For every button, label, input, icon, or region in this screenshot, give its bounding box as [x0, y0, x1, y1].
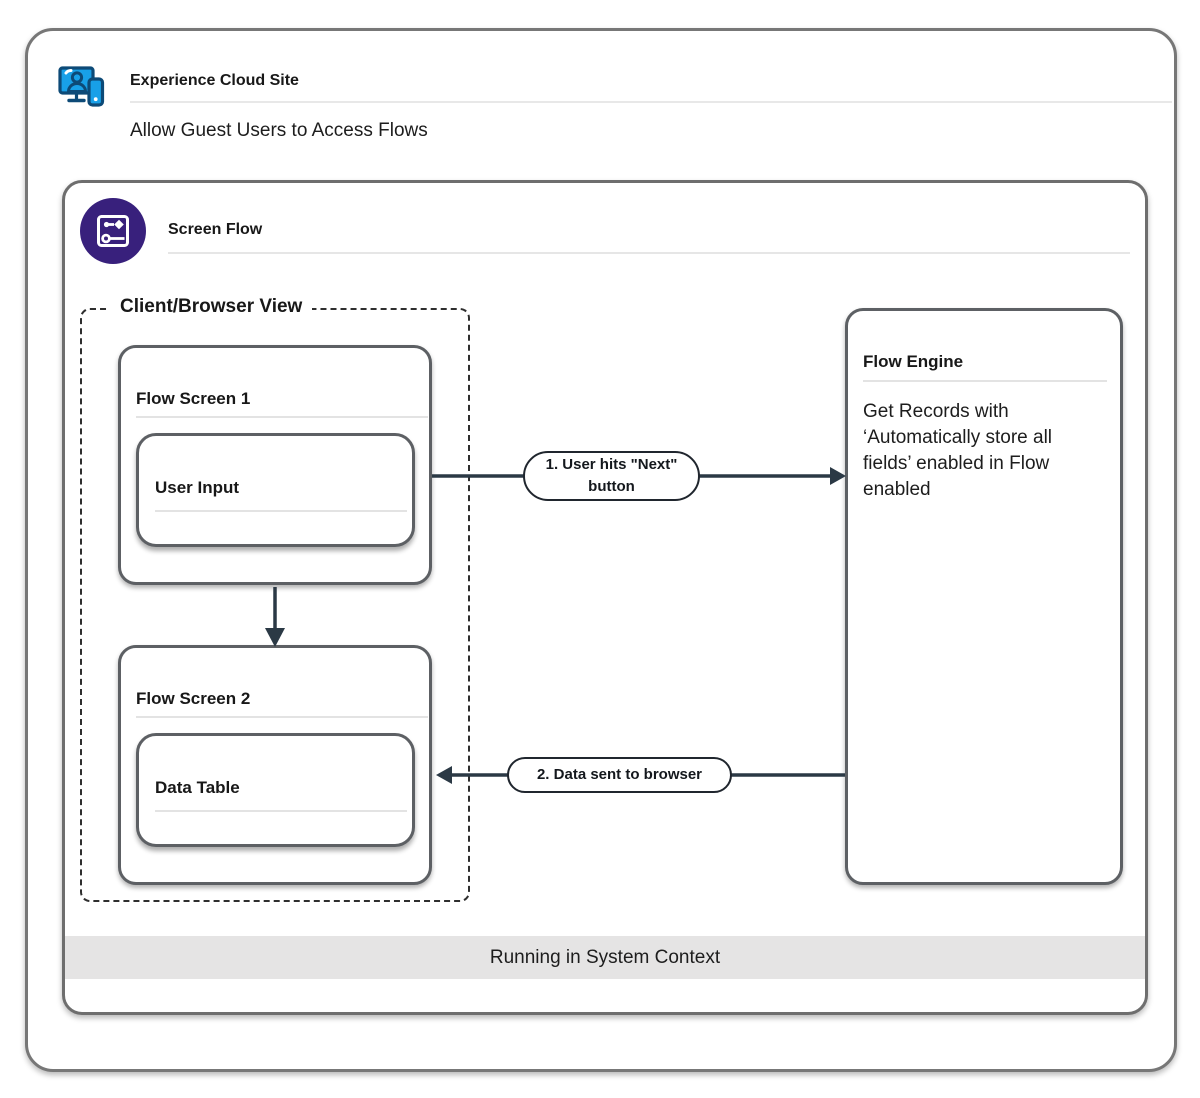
- screen-flow-title: Screen Flow: [168, 221, 263, 238]
- system-context-label: Running in System Context: [489, 946, 721, 968]
- arrow-label-user-hits-next: 1. User hits "Next" button: [523, 451, 700, 501]
- experience-cloud-site-icon: [57, 64, 107, 110]
- flow-screen-1-divider: [136, 416, 428, 418]
- user-input-divider: [155, 510, 407, 512]
- arrow-1-label-text: 1. User hits "Next" button: [545, 456, 678, 495]
- page-title: Experience Cloud Site: [130, 72, 299, 89]
- flow-screen-1-title: Flow Screen 1: [136, 389, 251, 408]
- user-input-label: User Input: [155, 478, 240, 497]
- data-table-box: Data Table: [136, 733, 415, 847]
- data-table-divider: [155, 810, 407, 812]
- flow-engine-divider: [863, 380, 1107, 382]
- flow-engine-title: Flow Engine: [863, 352, 964, 371]
- flow-screen-2-title: Flow Screen 2: [136, 689, 251, 708]
- user-input-box: User Input: [136, 433, 415, 547]
- arrow-label-data-sent-to-browser: 2. Data sent to browser: [507, 757, 732, 793]
- flow-engine-description: Get Records with ‘Automatically store al…: [863, 401, 1053, 500]
- flow-screen-2-box: Flow Screen 2 Data Table: [118, 645, 432, 885]
- client-browser-view-group: Client/Browser View Flow Screen 1 User I…: [80, 296, 470, 902]
- screen-flow-card: Screen Flow Client/Browser View Flow Scr…: [62, 180, 1148, 1015]
- flow-screen-2-divider: [136, 716, 428, 718]
- screen-flow-icon: [80, 198, 146, 264]
- page-subtitle: Allow Guest Users to Access Flows: [130, 120, 428, 141]
- screen-flow-divider: [168, 252, 1130, 254]
- arrow-2-label-text: 2. Data sent to browser: [536, 766, 703, 784]
- data-table-label: Data Table: [155, 778, 240, 797]
- flow-engine-box: Flow Engine Get Records with ‘Automatica…: [845, 308, 1123, 885]
- client-browser-view-label: Client/Browser View: [110, 296, 313, 318]
- header-divider: [130, 101, 1172, 103]
- experience-cloud-card: Experience Cloud Site Allow Guest Users …: [25, 28, 1177, 1072]
- flow-screen-1-box: Flow Screen 1 User Input: [118, 345, 432, 585]
- system-context-band: Running in System Context: [65, 936, 1145, 979]
